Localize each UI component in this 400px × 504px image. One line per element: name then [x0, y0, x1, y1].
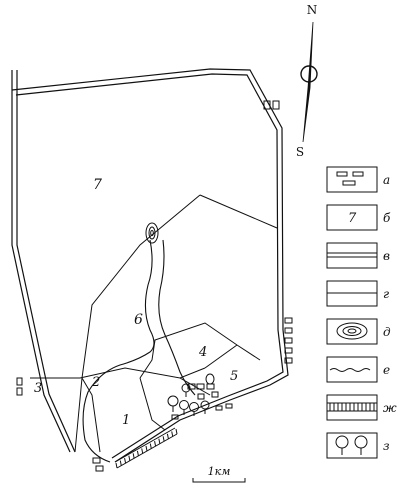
- zone-label-3: 3: [34, 381, 42, 396]
- svg-text:б: б: [383, 211, 391, 225]
- building: [284, 327, 293, 334]
- svg-text:е: е: [383, 363, 390, 377]
- legend-item-mound: д: [326, 318, 391, 345]
- legend-item-double-line: в: [326, 242, 390, 269]
- roadside-buildings: [16, 100, 293, 472]
- building: [284, 347, 293, 354]
- building: [225, 403, 233, 409]
- building: [284, 357, 293, 364]
- hatch-tick: [162, 436, 165, 442]
- legend-item-hatched-band: ж: [326, 394, 397, 421]
- pond: [205, 373, 215, 385]
- hatch-tick: [136, 450, 139, 456]
- hatch-tick: [115, 462, 118, 469]
- tree-icon: [335, 435, 349, 455]
- building: [95, 465, 104, 472]
- legend-item-zone-number: 7 б: [326, 204, 391, 231]
- building: [206, 383, 215, 390]
- hatch-tick: [145, 445, 148, 452]
- legend-hatch: [329, 403, 375, 411]
- building: [284, 317, 293, 324]
- hatch-tick: [154, 441, 157, 447]
- svg-text:з: з: [383, 439, 390, 453]
- hatch-tick: [171, 431, 174, 437]
- hatch-tick: [132, 453, 135, 459]
- zone-label-4: 4: [198, 345, 207, 360]
- building: [272, 100, 280, 110]
- svg-text:г: г: [383, 287, 389, 301]
- boundary-road: [11, 68, 289, 463]
- tree-icon: [200, 400, 210, 414]
- hatch-tick: [128, 455, 131, 461]
- tree-icon: [179, 400, 189, 415]
- legend-item-buildings: а: [326, 166, 390, 193]
- legend-item-trees: з: [326, 432, 390, 459]
- svg-text:в: в: [383, 249, 390, 263]
- building: [16, 377, 23, 386]
- building: [263, 100, 271, 110]
- compass: N S: [296, 3, 318, 159]
- hatch-tick: [166, 433, 169, 439]
- svg-text:д: д: [383, 325, 391, 339]
- scale-label: 1км: [208, 465, 231, 478]
- zone-label-2: 2: [91, 375, 100, 390]
- hatch-tick: [124, 458, 127, 464]
- zone-boundaries: [30, 194, 278, 453]
- compass-south-label: S: [296, 145, 304, 159]
- svg-text:а: а: [383, 173, 390, 187]
- zone-labels: 7 6 4 5 3 2 1: [34, 177, 238, 428]
- streams: [82, 239, 196, 463]
- legend: а 7 б в г д: [326, 166, 397, 459]
- hatch-tick: [158, 438, 161, 444]
- compass-ring: [300, 65, 318, 83]
- zone-label-5: 5: [230, 369, 238, 384]
- compass-north-label: N: [307, 3, 318, 17]
- building: [196, 383, 205, 390]
- building: [284, 337, 293, 344]
- scale-bar: 1км: [192, 465, 246, 483]
- svg-text:ж: ж: [383, 401, 397, 415]
- hatch-tick: [141, 448, 144, 454]
- hatched-band: [114, 427, 178, 469]
- mound-icon: [145, 222, 159, 244]
- building: [215, 405, 223, 411]
- building: [197, 393, 205, 400]
- tree-icon: [189, 402, 199, 416]
- legend-item-wavy-line: е: [326, 356, 390, 383]
- hatch-tick: [119, 460, 122, 466]
- building: [16, 387, 23, 396]
- svg-text:7: 7: [348, 211, 357, 226]
- building: [92, 457, 101, 464]
- hatch-tick: [149, 443, 152, 449]
- tree-icon: [167, 395, 179, 412]
- building: [211, 391, 219, 398]
- hatch-tick: [175, 428, 178, 435]
- band-hatch: [115, 428, 178, 469]
- legend-item-single-line: г: [326, 280, 389, 307]
- tree-icon: [354, 435, 368, 455]
- building: [171, 414, 179, 420]
- zone-label-1: 1: [122, 413, 130, 428]
- settlement: [167, 373, 233, 420]
- zone-label-6: 6: [134, 312, 143, 328]
- tree-icon: [181, 383, 191, 397]
- zone-label-7: 7: [93, 177, 102, 193]
- building: [187, 383, 196, 390]
